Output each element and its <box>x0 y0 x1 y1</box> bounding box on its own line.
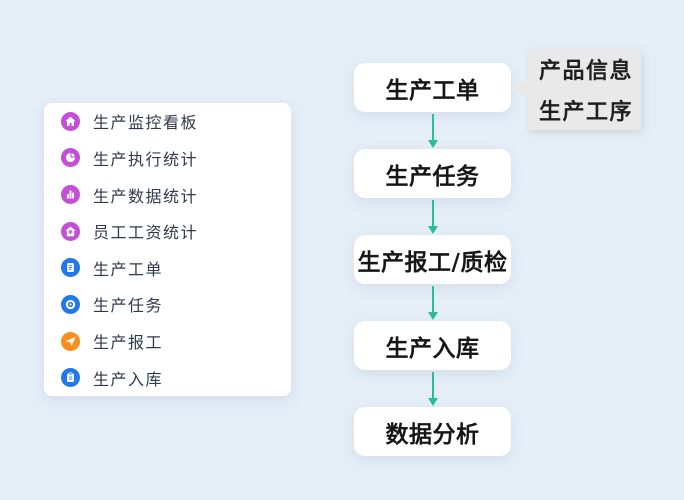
pie-chart-icon <box>61 148 80 168</box>
sidebar-item-production-task[interactable]: 生产任务 <box>44 286 291 323</box>
arrow-head-icon <box>427 311 438 320</box>
flow-arrow-down-3 <box>354 284 511 321</box>
sidebar-menu-card: 生产监控看板 生产执行统计 生产数据统计 ¥ 员工工资统计 <box>44 103 291 396</box>
production-flowchart: 生产工单 生产任务 生产报工/质检 生产入库 数据分析 <box>354 63 511 456</box>
bar-chart-icon <box>61 185 80 205</box>
flow-arrow-down-1 <box>354 112 511 149</box>
callout-pointer-left <box>509 79 529 97</box>
home-icon <box>61 111 80 131</box>
document-icon <box>61 258 80 278</box>
sidebar-item-label: 生产数据统计 <box>93 186 199 206</box>
wage-house-icon: ¥ <box>61 221 80 241</box>
sidebar-item-label: 生产工单 <box>93 259 164 279</box>
sidebar-item-production-data-stats[interactable]: 生产数据统计 <box>44 176 291 213</box>
sidebar-item-label: 生产监控看板 <box>93 113 199 133</box>
flow-node-report-qc: 生产报工/质检 <box>354 235 511 284</box>
sidebar-item-production-monitor-dashboard[interactable]: 生产监控看板 <box>44 103 291 140</box>
arrow-head-icon <box>427 225 438 234</box>
sidebar-item-production-report[interactable]: 生产报工 <box>44 323 291 360</box>
flow-node-inbound: 生产入库 <box>354 321 511 370</box>
sidebar-item-production-inbound[interactable]: 生产入库 <box>44 359 291 396</box>
sidebar-item-label: 生产入库 <box>93 369 164 389</box>
flow-arrow-down-2 <box>354 198 511 235</box>
arrow-line <box>431 113 434 140</box>
sidebar-item-label: 生产报工 <box>93 333 164 353</box>
sidebar-item-employee-wage-stats[interactable]: ¥ 员工工资统计 <box>44 213 291 250</box>
arrow-line <box>431 371 434 398</box>
arrow-head-icon <box>427 397 438 406</box>
clipboard-icon <box>61 368 80 388</box>
sidebar-item-production-execution-stats[interactable]: 生产执行统计 <box>44 140 291 177</box>
sidebar-item-label: 员工工资统计 <box>93 223 199 243</box>
send-icon <box>61 331 80 351</box>
arrow-head-icon <box>427 139 438 148</box>
arrow-line <box>431 285 434 312</box>
arrow-line <box>431 199 434 226</box>
sidebar-item-production-work-order[interactable]: 生产工单 <box>44 250 291 287</box>
callout-line-process: 生产工序 <box>539 100 634 125</box>
flow-arrow-down-4 <box>354 370 511 407</box>
flow-node-work-order: 生产工单 <box>354 63 511 112</box>
target-icon <box>61 294 80 314</box>
callout-line-product-info: 产品信息 <box>539 59 634 84</box>
svg-text:¥: ¥ <box>68 229 73 236</box>
callout-product-info: 产品信息 生产工序 <box>509 49 641 130</box>
flow-node-task: 生产任务 <box>354 149 511 198</box>
sidebar-item-label: 生产执行统计 <box>93 149 199 169</box>
sidebar-item-label: 生产任务 <box>93 296 164 316</box>
flow-node-data-analysis: 数据分析 <box>354 407 511 456</box>
